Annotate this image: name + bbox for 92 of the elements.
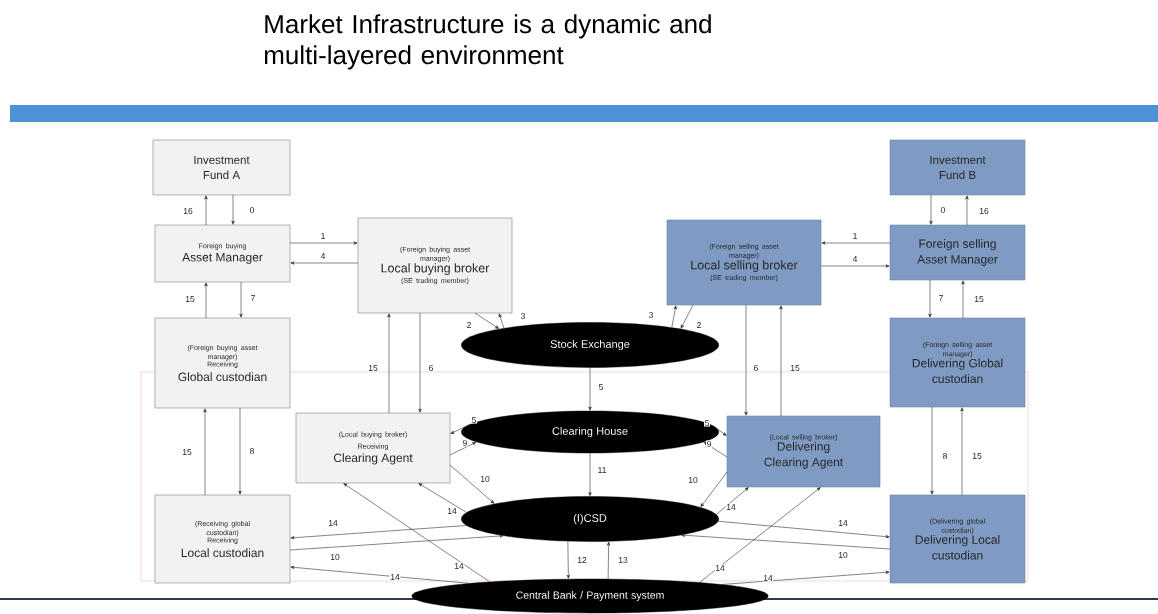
arrow xyxy=(700,471,728,508)
arrow xyxy=(779,305,783,417)
edge-label: 7 xyxy=(938,294,944,302)
arrow xyxy=(821,241,891,245)
edge-label: 14 xyxy=(446,507,458,515)
arrow xyxy=(289,241,358,245)
edge-label: 6 xyxy=(753,364,759,372)
edge-label: 5 xyxy=(471,416,477,424)
arrow xyxy=(566,540,570,579)
edge-label: 13 xyxy=(617,556,629,564)
arrow xyxy=(712,425,727,436)
arrow xyxy=(965,195,969,226)
edge-label: 14 xyxy=(762,574,774,582)
edge-label: 4 xyxy=(852,255,858,263)
arrow xyxy=(343,483,491,583)
arrow xyxy=(607,541,611,580)
edge-label: 15 xyxy=(367,364,379,372)
arrow xyxy=(449,464,495,504)
edge-label: 15 xyxy=(789,364,801,372)
arrow xyxy=(387,313,391,414)
edge-label: 16 xyxy=(182,207,194,215)
arrow xyxy=(450,425,468,434)
edge-label: 1 xyxy=(852,232,858,240)
arrow xyxy=(744,304,748,416)
arrow xyxy=(961,280,965,319)
arrow xyxy=(928,279,932,318)
edge-label: 9 xyxy=(462,439,468,447)
arrow xyxy=(290,565,471,584)
edge-label: 6 xyxy=(428,364,434,372)
arrow xyxy=(699,487,821,583)
arrow xyxy=(231,194,235,225)
arrow xyxy=(717,520,890,539)
edge-label: 3 xyxy=(520,312,526,320)
arrow xyxy=(960,407,964,496)
edge-label: 8 xyxy=(249,447,255,455)
arrow xyxy=(715,487,749,515)
edge-label: 11 xyxy=(597,466,607,474)
edge-label: 10 xyxy=(837,551,849,559)
arrow xyxy=(418,312,422,413)
arrow xyxy=(681,533,891,550)
process-box: Investment Fund A xyxy=(152,139,291,196)
arrow xyxy=(418,483,468,513)
arrow xyxy=(449,442,477,456)
arrow xyxy=(588,452,592,496)
arrow xyxy=(238,407,242,495)
arrow xyxy=(703,442,728,458)
edge-label: 7 xyxy=(250,294,256,302)
edge-label: 12 xyxy=(576,556,588,564)
title: Market Infrastructure is a dynamic and multi-layered environment xyxy=(264,14,711,70)
edge-label: 15 xyxy=(184,295,196,303)
arrow xyxy=(290,525,468,540)
process-box: Investment Fund B xyxy=(889,139,1026,196)
edge-label: 2 xyxy=(696,321,702,329)
arrow xyxy=(498,313,505,329)
arrow xyxy=(680,304,694,329)
arrow xyxy=(671,305,677,328)
arrow xyxy=(289,534,504,551)
edge-label: 15 xyxy=(181,448,193,456)
arrow xyxy=(721,570,890,585)
arrow xyxy=(290,261,359,265)
edge-label: 16 xyxy=(978,207,990,215)
arrow xyxy=(588,367,592,411)
arrow xyxy=(239,281,243,318)
edge-label: 15 xyxy=(971,452,983,460)
arrow xyxy=(204,195,208,226)
edge-label: 5 xyxy=(704,419,710,427)
edge-label: 0 xyxy=(940,206,946,214)
edge-label: 8 xyxy=(942,452,948,460)
arrow xyxy=(820,264,890,268)
edge-label: 14 xyxy=(725,503,737,511)
edge-label: 14 xyxy=(327,519,339,527)
edge-label: 15 xyxy=(973,295,985,303)
edge-label: 14 xyxy=(837,519,849,527)
arrow xyxy=(203,408,207,496)
edge-label: 10 xyxy=(479,475,491,483)
arrow xyxy=(930,406,934,495)
edge-label: 2 xyxy=(466,321,472,329)
edge-label: 1 xyxy=(320,232,326,240)
edge-label: 5 xyxy=(598,383,604,391)
arrow xyxy=(929,194,933,225)
edge-label: 9 xyxy=(706,440,712,448)
arrow xyxy=(474,312,500,329)
process-box: Foreign selling Asset Manager xyxy=(889,224,1026,281)
edge-label: 10 xyxy=(687,476,699,484)
edge-label: 14 xyxy=(389,573,401,581)
edge-label: 14 xyxy=(453,562,465,570)
arrow xyxy=(204,282,208,319)
edge-label: 10 xyxy=(329,553,341,561)
edge-label: 3 xyxy=(648,311,654,319)
edge-label: 4 xyxy=(320,252,326,260)
edge-label: 0 xyxy=(249,206,255,214)
edge-label: 14 xyxy=(714,564,726,572)
